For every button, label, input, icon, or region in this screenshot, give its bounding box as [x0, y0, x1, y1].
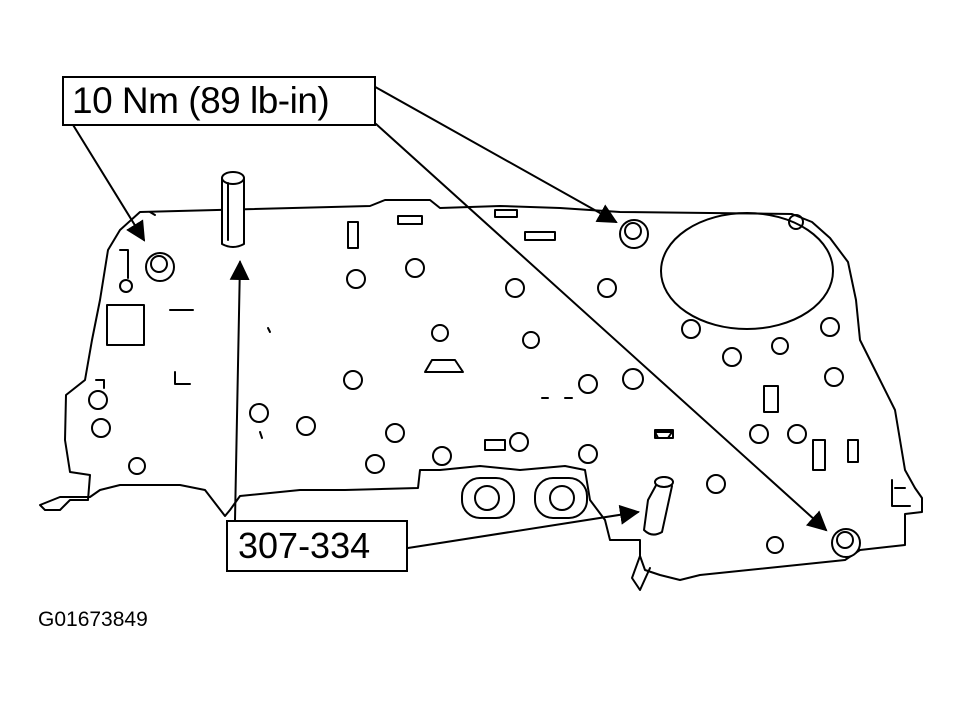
torque-callout-box	[62, 76, 376, 126]
tool-leader-lines	[229, 260, 640, 549]
plate-slots	[95, 209, 911, 507]
bottom-pads	[461, 477, 588, 519]
bolt-bottom-right	[831, 528, 861, 558]
separator-plate-outline	[39, 199, 923, 581]
alignment-pin-left	[221, 171, 245, 248]
alignment-pin-right	[631, 476, 674, 591]
large-circular-cutout	[660, 212, 834, 330]
bolt-top-right	[619, 219, 649, 249]
bolt-left	[145, 252, 175, 282]
tool-callout-box	[226, 520, 408, 572]
torque-spec-label: 10 Nm (89 lb-in)	[72, 80, 330, 121]
torque-leader-lines	[69, 83, 828, 532]
figure-id: G01673849	[38, 608, 148, 631]
fluid-holes	[88, 214, 844, 554]
tool-number-label: 307-334	[238, 525, 371, 566]
